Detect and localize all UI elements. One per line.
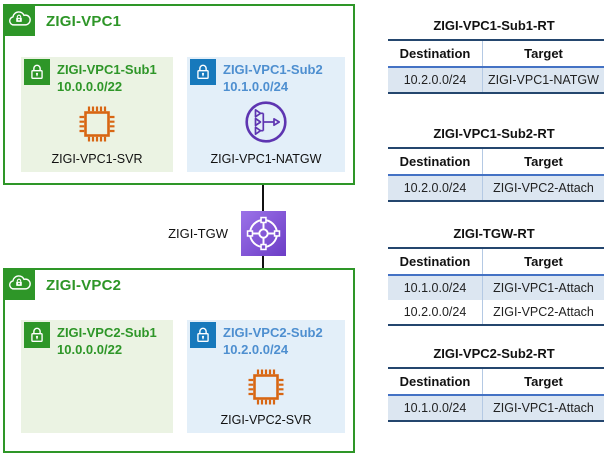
route-table-vpc1-sub2: ZIGI-VPC1-Sub2-RT Destination Target 10.… <box>388 126 604 202</box>
route-destination: 10.2.0.0/24 <box>388 67 483 93</box>
route-table-vpc2-sub2: ZIGI-VPC2-Sub2-RT Destination Target 10.… <box>388 346 604 422</box>
col-header-destination: Destination <box>388 40 483 68</box>
subnet-cidr: 10.0.0.0/22 <box>57 79 123 94</box>
col-header-target: Target <box>482 148 604 176</box>
vpc-cloud-lock-icon <box>3 268 35 300</box>
table-row: 10.2.0.0/24 ZIGI-VPC2-Attach <box>388 175 604 201</box>
subnet-cidr: 10.0.0.0/22 <box>57 342 123 357</box>
vpc-cloud-lock-icon <box>3 4 35 36</box>
table-row: 10.1.0.0/24 ZIGI-VPC1-Attach <box>388 275 604 300</box>
vpc2-server-caption: ZIGI-VPC2-SVR <box>220 413 312 427</box>
route-table: Destination Target 10.1.0.0/24 ZIGI-VPC1… <box>388 247 604 326</box>
col-header-destination: Destination <box>388 248 483 276</box>
vpc1-label: ZIGI-VPC1 <box>46 13 122 30</box>
route-destination: 10.2.0.0/24 <box>388 300 483 325</box>
server-chip-icon <box>187 366 345 408</box>
route-table: Destination Target 10.2.0.0/24 ZIGI-VPC2… <box>388 147 604 202</box>
route-target: ZIGI-VPC2-Attach <box>482 175 604 201</box>
server-chip-icon <box>21 103 173 145</box>
vpc2-label: ZIGI-VPC2 <box>46 277 122 294</box>
connector-vpc1-tgw <box>262 185 264 211</box>
route-table-title: ZIGI-VPC2-Sub2-RT <box>433 346 555 361</box>
vpc1-subnet2-text: ZIGI-VPC1-Sub2 10.1.0.0/24 <box>223 61 323 95</box>
subnet-label: ZIGI-VPC1-Sub2 <box>223 62 323 77</box>
col-header-target: Target <box>482 40 604 68</box>
subnet-label: ZIGI-VPC2-Sub2 <box>223 325 323 340</box>
subnet-label: ZIGI-VPC1-Sub1 <box>57 62 157 77</box>
vpc2-subnet2: ZIGI-VPC2-Sub2 10.2.0.0/24 ZIGI-VPC2-SVR <box>187 320 345 433</box>
vpc2-subnet1-text: ZIGI-VPC2-Sub1 10.0.0.0/22 <box>57 324 157 358</box>
col-header-destination: Destination <box>388 148 483 176</box>
tgw-label: ZIGI-TGW <box>168 226 228 241</box>
route-target: ZIGI-VPC1-Attach <box>482 275 604 300</box>
route-table: Destination Target 10.2.0.0/24 ZIGI-VPC1… <box>388 39 604 94</box>
table-row: 10.2.0.0/24 ZIGI-VPC2-Attach <box>388 300 604 325</box>
route-destination: 10.1.0.0/24 <box>388 395 483 421</box>
vpc1-subnet1: ZIGI-VPC1-Sub1 10.0.0.0/22 ZIGI-VPC1-SVR <box>21 57 173 172</box>
vpc2-subnet1: ZIGI-VPC2-Sub1 10.0.0.0/22 <box>21 320 173 433</box>
subnet-cidr: 10.1.0.0/24 <box>223 79 289 94</box>
vpc1-subnet1-text: ZIGI-VPC1-Sub1 10.0.0.0/22 <box>57 61 157 95</box>
route-table-tgw: ZIGI-TGW-RT Destination Target 10.1.0.0/… <box>388 226 604 326</box>
route-table-title: ZIGI-VPC1-Sub1-RT <box>433 18 555 33</box>
table-row: 10.1.0.0/24 ZIGI-VPC1-Attach <box>388 395 604 421</box>
route-table-title: ZIGI-TGW-RT <box>453 226 535 241</box>
col-header-target: Target <box>482 248 604 276</box>
subnet-cidr: 10.2.0.0/24 <box>223 342 289 357</box>
subnet-label: ZIGI-VPC2-Sub1 <box>57 325 157 340</box>
route-table-vpc1-sub1: ZIGI-VPC1-Sub1-RT Destination Target 10.… <box>388 18 604 94</box>
route-target: ZIGI-VPC1-Attach <box>482 395 604 421</box>
col-header-target: Target <box>482 368 604 396</box>
transit-gateway-icon <box>241 211 286 256</box>
subnet-lock-icon <box>190 59 216 85</box>
subnet-lock-icon <box>24 322 50 348</box>
vpc2-subnet2-text: ZIGI-VPC2-Sub2 10.2.0.0/24 <box>223 324 323 358</box>
subnet-lock-icon <box>24 59 50 85</box>
table-row: 10.2.0.0/24 ZIGI-VPC1-NATGW <box>388 67 604 93</box>
vpc1-subnet2: ZIGI-VPC1-Sub2 10.1.0.0/24 ZIGI-VPC1-NAT… <box>187 57 345 172</box>
vpc1-server-caption: ZIGI-VPC1-SVR <box>51 152 143 166</box>
route-target: ZIGI-VPC1-NATGW <box>482 67 604 93</box>
vpc1-natgw-caption: ZIGI-VPC1-NATGW <box>210 152 322 166</box>
route-table-title: ZIGI-VPC1-Sub2-RT <box>433 126 555 141</box>
route-destination: 10.2.0.0/24 <box>388 175 483 201</box>
connector-tgw-vpc2 <box>262 256 264 268</box>
nat-gateway-icon <box>187 99 345 145</box>
route-destination: 10.1.0.0/24 <box>388 275 483 300</box>
route-table: Destination Target 10.1.0.0/24 ZIGI-VPC1… <box>388 367 604 422</box>
col-header-destination: Destination <box>388 368 483 396</box>
subnet-lock-icon <box>190 322 216 348</box>
route-target: ZIGI-VPC2-Attach <box>493 305 594 319</box>
